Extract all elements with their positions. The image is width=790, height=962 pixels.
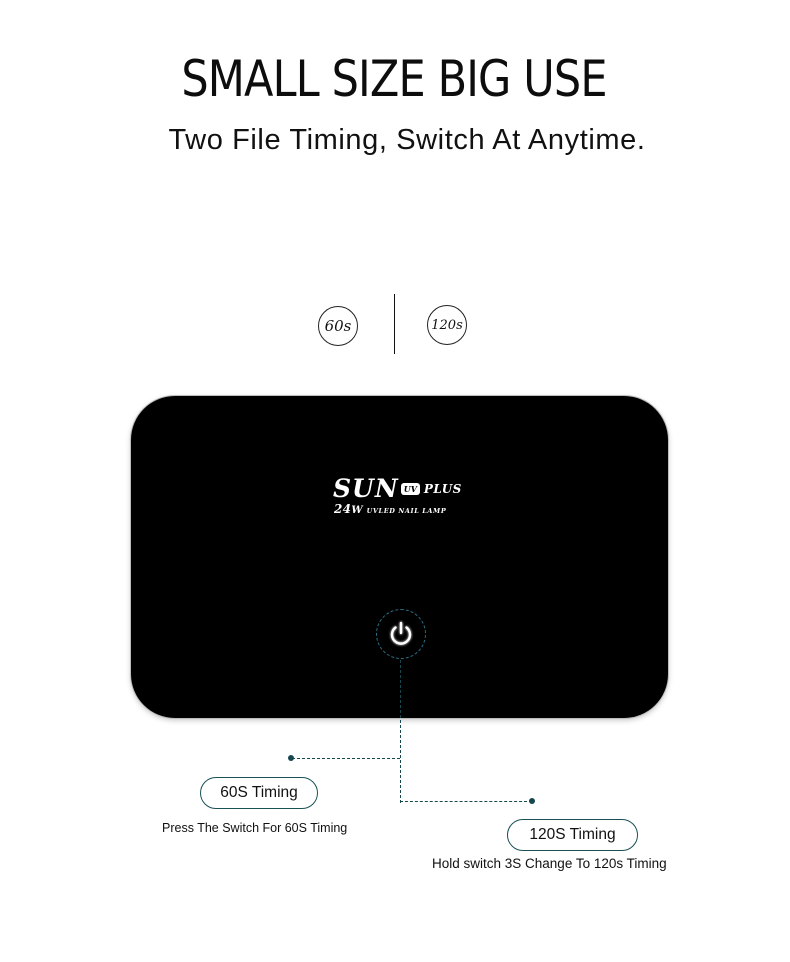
timer-badge-120s: 120s xyxy=(427,305,467,345)
leader-dot-60s xyxy=(288,755,294,761)
mode-label-60s: 60S Timing xyxy=(200,777,318,809)
brand-tagline-row: 24W UVLED NAIL LAMP xyxy=(334,502,446,516)
mode-caption-60s: Press The Switch For 60S Timing xyxy=(162,821,348,835)
power-icon xyxy=(390,621,412,645)
badge-divider xyxy=(394,294,395,354)
mode-label-120s: 120S Timing xyxy=(507,819,638,851)
brand-tagline: UVLED NAIL LAMP xyxy=(366,507,447,515)
leader-line-60s xyxy=(292,758,400,759)
leader-line-120s xyxy=(400,801,532,802)
power-button[interactable] xyxy=(376,609,426,659)
leader-line-vertical xyxy=(400,660,401,803)
leader-dot-120s xyxy=(529,798,535,804)
headline: SMALL SIZE BIG USE xyxy=(181,50,607,108)
timer-badge-60s: 60s xyxy=(318,306,358,346)
brand-unit: W xyxy=(351,505,363,516)
brand-wattage: 24 xyxy=(334,502,352,516)
brand-name: SUN xyxy=(333,474,399,503)
mode-caption-120s: Hold switch 3S Change To 120s Timing xyxy=(432,856,667,871)
brand-badge: UV xyxy=(400,483,420,495)
brand-suffix: PLUS xyxy=(423,482,462,496)
subheadline: Two File Timing, Switch At Anytime. xyxy=(168,124,646,156)
